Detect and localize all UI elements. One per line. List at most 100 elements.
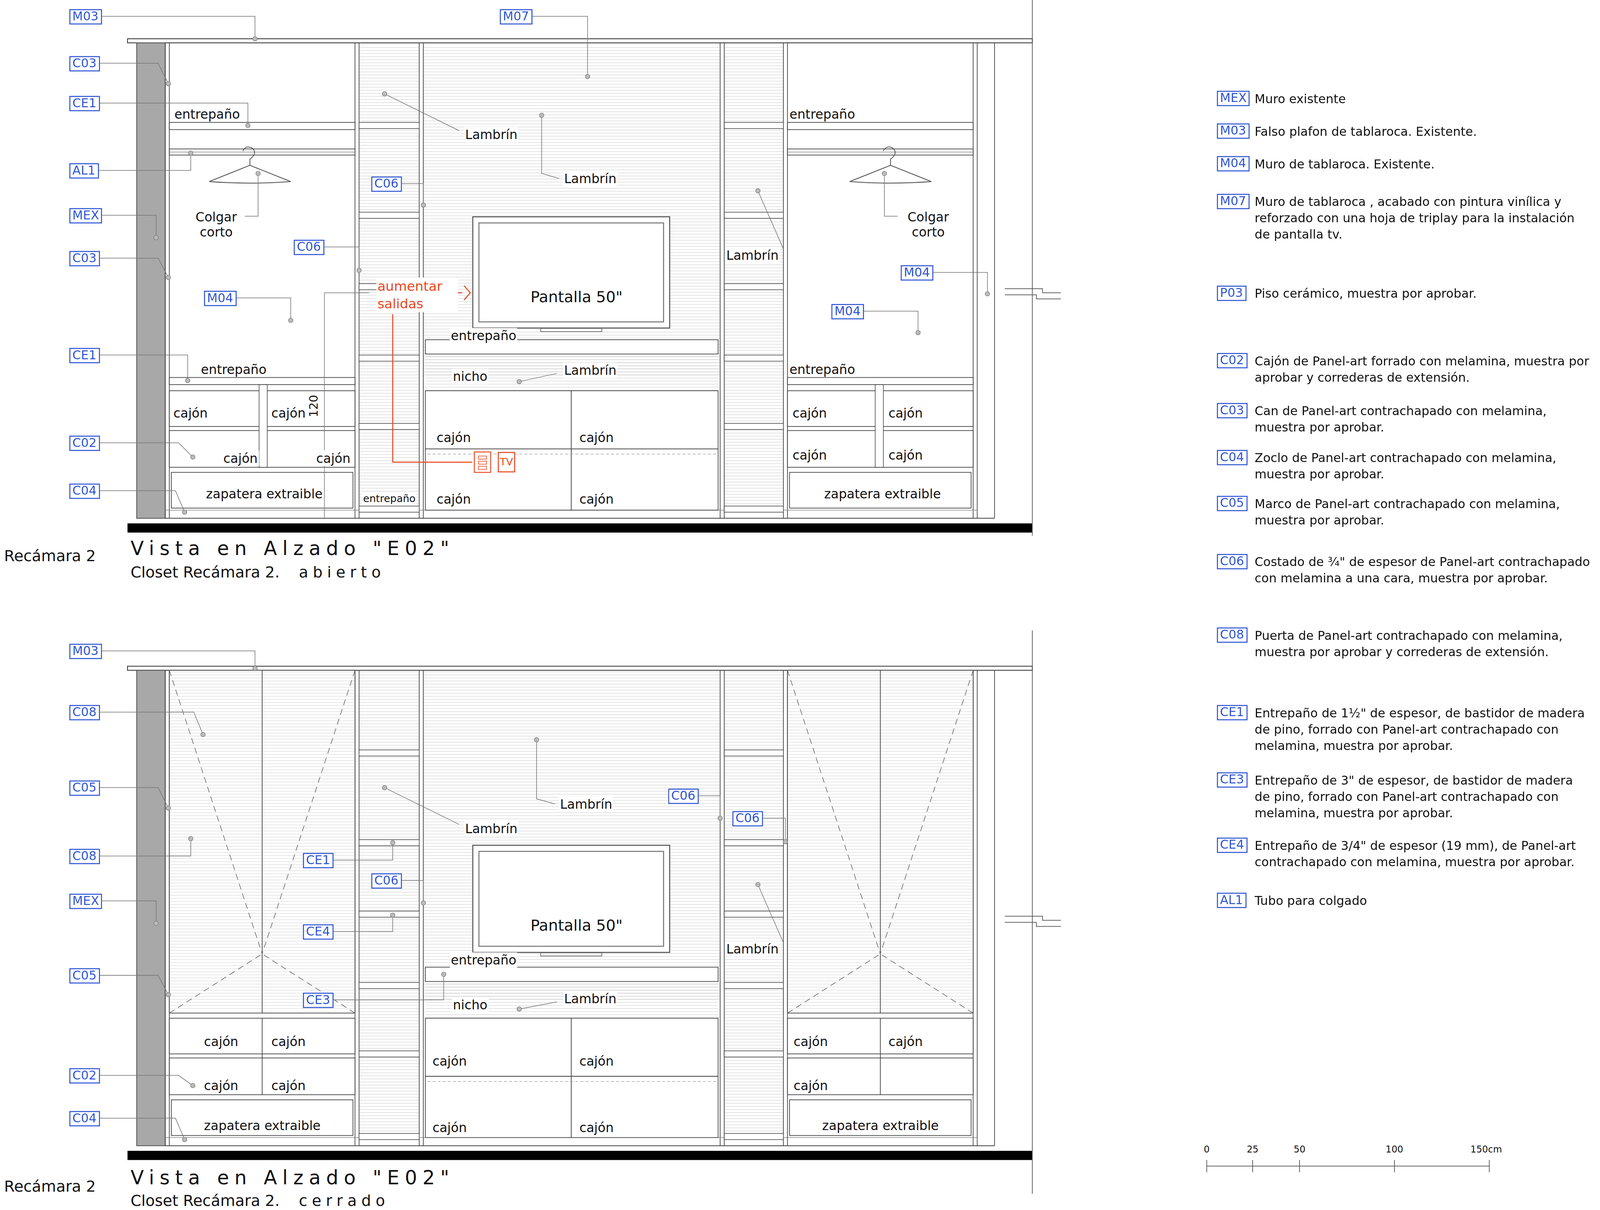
legend-description: Costado de ¾" de espesor de Panel-art co… [1254, 553, 1592, 586]
callout-tag: CE3 [302, 992, 334, 1008]
door-swing [169, 953, 263, 1013]
callout-code: MEX [1219, 90, 1247, 105]
shelf [724, 423, 784, 430]
panel-edge [358, 42, 360, 519]
part-label: cajón [270, 405, 307, 421]
legend-description: Tubo para colgado [1254, 892, 1592, 909]
part-label: cajón [270, 1033, 307, 1050]
legend-description: Cajón de Panel-art forrado con melamina,… [1254, 352, 1592, 385]
leader-dot [185, 378, 191, 383]
leader-dot [188, 150, 193, 156]
part-label: Lambrín [725, 247, 780, 263]
callout-tag: C02 [69, 435, 100, 451]
callout-code: MEX [72, 892, 100, 908]
callout-code: M03 [72, 643, 99, 658]
leader-dot [245, 123, 250, 128]
callout-code: C05 [1219, 495, 1245, 510]
view-subtitle: Closet Recámara 2. [129, 1191, 281, 1210]
view-subtitle: abierto [297, 563, 387, 582]
part-label: cajón [203, 1033, 240, 1050]
hanging-rod [787, 151, 973, 153]
leader-line [519, 373, 557, 382]
door-swing [787, 953, 881, 1013]
leader-line [532, 16, 588, 77]
legend-description: Can de Panel-art contrachapado con melam… [1254, 402, 1592, 436]
scale-tick [1489, 1159, 1490, 1172]
leader-dot [382, 91, 387, 97]
leader-line [333, 842, 393, 860]
part-label: cajón [270, 1077, 307, 1094]
part-label: cajón [431, 1053, 468, 1069]
callout-code: C02 [72, 435, 97, 450]
drawer-divider [261, 1018, 263, 1095]
leader-line [236, 297, 291, 321]
leader-dot [390, 840, 396, 845]
floor [127, 523, 1033, 533]
legend-description: Entrepaño de 1½" de espesor, de bastidor… [1254, 704, 1592, 754]
callout-code: C06 [374, 176, 399, 191]
wall-line [1032, 0, 1033, 536]
screen-bezel [478, 222, 664, 323]
callout-code: C08 [72, 848, 97, 863]
leader-dot [390, 912, 396, 918]
drawer [425, 1076, 572, 1138]
door-swing [262, 670, 356, 954]
leader-line [99, 838, 191, 856]
leader-line [99, 711, 204, 735]
tv-outlet: TV [497, 451, 515, 473]
shoe-drawer [171, 472, 353, 509]
shoe-drawer [171, 1099, 353, 1136]
leader-line [101, 650, 255, 669]
leader-line [384, 93, 460, 131]
wall-stub [1004, 288, 1061, 299]
callout-tag: C06 [293, 239, 324, 255]
leader-dot [718, 815, 723, 821]
part-label: cajón [887, 1033, 924, 1050]
shelf [724, 355, 784, 362]
callout-tag: M07 [499, 8, 533, 25]
leader-dot [915, 330, 921, 335]
legend-code: AL1Tubo para colgado [1217, 892, 1247, 908]
scale-tick [1394, 1159, 1395, 1172]
drawer-divider [879, 1018, 881, 1095]
panel-edge [422, 670, 424, 1146]
callout-tag: M04 [831, 303, 864, 319]
legend-description: Marco de Panel-art contrachapado con mel… [1254, 495, 1592, 529]
leader-dot [755, 881, 761, 887]
shelf [724, 839, 784, 846]
callout-code: CE3 [306, 992, 331, 1007]
part-label: Lambrín [563, 990, 618, 1007]
leader-dot [356, 267, 362, 273]
callout-code: C06 [735, 810, 760, 825]
callout-tag: M04 [900, 264, 933, 281]
shelf [787, 377, 973, 385]
part-label: zapatera extraible [205, 486, 324, 502]
leader-line [99, 490, 185, 513]
callout-tag: CE1 [302, 852, 334, 868]
scale-number: 50 [1292, 1144, 1307, 1156]
callout-code: C08 [72, 704, 97, 719]
shelf [724, 982, 784, 989]
leader-line [324, 246, 360, 271]
leader-dot [252, 665, 258, 671]
legend-code: C03Can de Panel-art contrachapado con me… [1217, 402, 1248, 418]
callout-tag: C04 [69, 1110, 100, 1126]
dimension-line [324, 292, 325, 519]
callout-tag: C05 [69, 967, 100, 984]
callout-tag: C08 [69, 704, 100, 720]
part-label: entrepaño [199, 361, 268, 378]
room-name: Recámara 2 [3, 546, 98, 566]
legend-code: C02Cajón de Panel-art forrado con melami… [1217, 352, 1248, 368]
drawer [425, 390, 572, 449]
panel-edge [719, 42, 721, 519]
leader-line [536, 739, 555, 805]
lambrin [423, 42, 721, 377]
leader-line [244, 173, 259, 217]
leader-line [333, 914, 393, 932]
part-label: entrepaño [173, 106, 241, 122]
leader-dot [517, 1006, 522, 1012]
callout-code: CE3 [1219, 771, 1245, 787]
view-title: Vista en Alzado "E02" [129, 536, 456, 560]
callout-code: AL1 [72, 162, 96, 177]
